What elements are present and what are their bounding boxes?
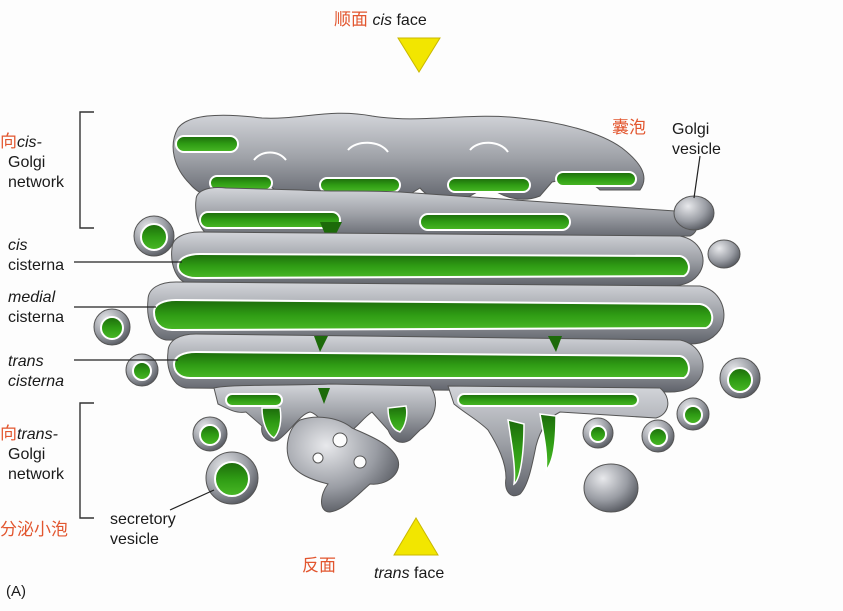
- trans-cisterna-word: cisterna: [8, 373, 65, 390]
- cis-cisterna-shape: [171, 231, 704, 287]
- trans-golgi-bracket: [79, 402, 94, 519]
- trans-face-label: trans face: [374, 564, 444, 584]
- golgi-vesicles: [583, 195, 741, 513]
- cis-cisterna-label: cis cisterna: [8, 236, 64, 276]
- panel-label: (A): [6, 583, 26, 600]
- trans-face-zh-label: 反面: [302, 556, 336, 577]
- secretory-vesicle-zh-label: 分泌小泡: [0, 520, 68, 541]
- trans-cisterna-italic: trans: [8, 353, 44, 370]
- cis-face-zh: 顺面: [334, 10, 368, 30]
- golgi-vesicle-line1: Golgi: [672, 121, 710, 138]
- golgi-vesicle-label: Golgi vesicle: [672, 120, 721, 160]
- trans-golgi-network-label: 向trans- Golgi network: [0, 424, 64, 485]
- golgi-vesicle-zh: 囊泡: [612, 118, 646, 138]
- secretory-line1: secretory: [110, 511, 176, 528]
- medial-cisterna-word: cisterna: [8, 309, 65, 326]
- leader-lines: [74, 155, 701, 511]
- secretory-vesicle-label: secretory vesicle: [110, 510, 176, 550]
- trans-cisterna-label: trans cisterna: [8, 352, 64, 392]
- cis-golgi-line3: network: [8, 174, 65, 191]
- cis-golgi-network-label: 向cis- Golgi network: [0, 132, 64, 193]
- cis-face-label: 顺面 cis face: [334, 10, 427, 31]
- cis-face-italic: cis: [372, 12, 393, 29]
- secretory-zh: 分泌小泡: [0, 520, 68, 540]
- cis-golgi-line2: Golgi: [8, 154, 46, 171]
- trans-golgi-line2: Golgi: [8, 446, 46, 463]
- cisterna-connectors: [314, 336, 562, 404]
- secretory-line2: vesicle: [110, 531, 159, 548]
- trans-face-zh: 反面: [302, 556, 336, 576]
- small-vesicles: [93, 215, 761, 505]
- cis-golgi-zh: 向: [0, 132, 17, 152]
- golgi-vesicle-zh-label: 囊泡: [612, 118, 646, 139]
- trans-golgi-line3: network: [8, 466, 65, 483]
- trans-face-arrow: [393, 517, 439, 556]
- medial-cisterna-label: medial cisterna: [8, 288, 64, 328]
- golgi-vesicle-line2: vesicle: [672, 141, 721, 158]
- cis-cisterna-italic: cis: [8, 237, 28, 254]
- cis-face-word: face: [396, 12, 427, 29]
- medial-cisterna-italic: medial: [8, 289, 56, 306]
- trans-cisterna-shape: [167, 333, 704, 393]
- trans-golgi-zh: 向: [0, 424, 17, 444]
- cis-face-arrow: [397, 37, 441, 73]
- cis-cisterna-word: cisterna: [8, 257, 65, 274]
- trans-face-italic: trans: [374, 565, 410, 582]
- trans-face-word: face: [414, 565, 445, 582]
- medial-cisterna-shape: [147, 281, 725, 345]
- cis-golgi-network-shape: [172, 112, 645, 203]
- cis-golgi-italic: cis-: [17, 134, 42, 151]
- trans-golgi-network-shape: [213, 383, 669, 513]
- trans-golgi-italic: trans-: [17, 426, 58, 443]
- cis-golgi-bracket: [79, 111, 94, 229]
